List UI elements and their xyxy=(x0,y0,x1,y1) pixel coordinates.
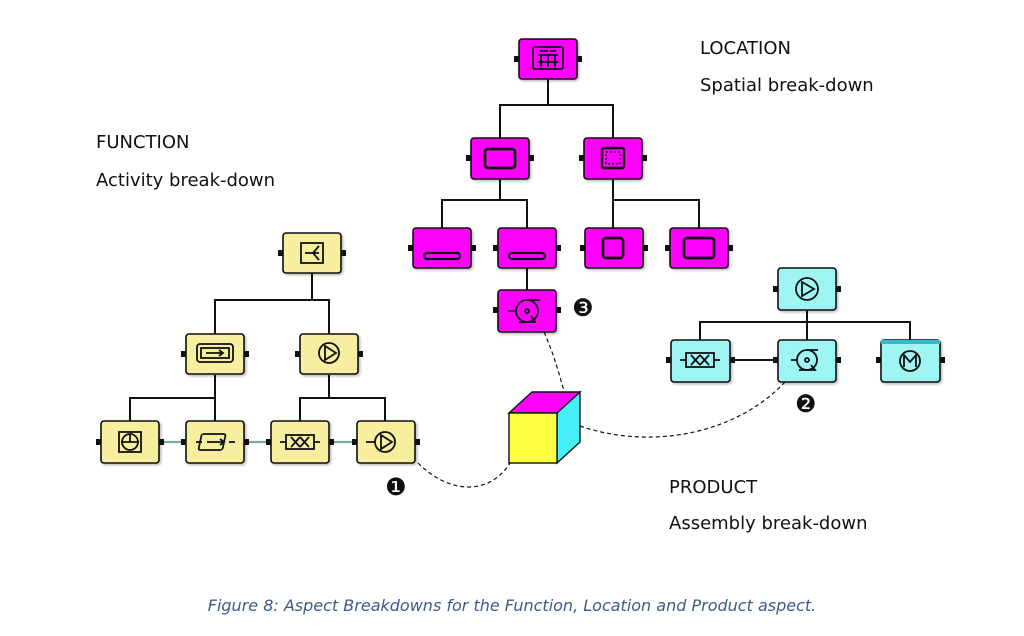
location-node-pipe-1[interactable] xyxy=(408,227,476,269)
valve-icon xyxy=(680,352,720,368)
location-label-title: LOCATION xyxy=(700,38,791,59)
marker-1: ❶ xyxy=(385,473,407,501)
transport-icon xyxy=(196,343,234,363)
function-tree-connectors xyxy=(129,270,386,421)
aspect-connections xyxy=(417,331,786,488)
room-icon xyxy=(601,236,625,260)
valve-icon xyxy=(280,434,320,450)
location-node-room-1[interactable] xyxy=(580,227,648,269)
centrifugal-pump-icon xyxy=(508,299,540,323)
zone-icon xyxy=(600,146,626,170)
function-node-pump-leaf[interactable] xyxy=(352,420,420,464)
location-node-room-2[interactable] xyxy=(665,227,733,269)
function-node-transport[interactable] xyxy=(181,333,249,375)
product-tree-connectors xyxy=(699,309,911,361)
product-node-motor[interactable] xyxy=(876,339,945,383)
aspect-cube xyxy=(507,390,582,465)
marker-3: ❸ xyxy=(572,294,594,322)
splitter-icon xyxy=(300,242,324,264)
pump-icon xyxy=(366,431,396,453)
location-tree-connectors xyxy=(441,79,700,290)
product-node-root[interactable] xyxy=(773,267,841,311)
location-node-zone[interactable] xyxy=(579,137,647,180)
product-label-subtitle: Assembly break-down xyxy=(669,513,868,534)
room-icon xyxy=(682,236,716,260)
area-icon xyxy=(483,147,517,170)
pump-icon xyxy=(318,342,340,364)
pipe-icon xyxy=(507,251,547,261)
function-label-title: FUNCTION xyxy=(96,132,190,153)
control-panel-icon xyxy=(118,431,142,453)
location-node-pipe-2[interactable] xyxy=(493,227,561,269)
location-node-centrifugal-pump[interactable] xyxy=(493,289,561,333)
location-node-area[interactable] xyxy=(466,137,534,180)
product-node-valve[interactable] xyxy=(666,339,735,383)
centrifugal-pump-icon xyxy=(791,349,818,371)
pump-icon xyxy=(795,277,819,301)
function-node-root[interactable] xyxy=(278,232,346,274)
building-icon xyxy=(532,46,564,70)
function-node-valve[interactable] xyxy=(266,420,334,464)
motor-icon xyxy=(899,350,921,372)
pipe-icon xyxy=(422,251,462,261)
function-node-pump[interactable] xyxy=(295,333,363,375)
transport-icon xyxy=(196,433,235,451)
function-node-transport-leaf[interactable] xyxy=(181,420,249,464)
figure-caption: Figure 8: Aspect Breakdowns for the Func… xyxy=(207,596,817,615)
marker-2: ❷ xyxy=(795,390,817,418)
product-label-title: PRODUCT xyxy=(669,477,758,498)
location-node-root[interactable] xyxy=(514,38,582,80)
function-label-subtitle: Activity break-down xyxy=(96,170,276,191)
location-label-subtitle: Spatial break-down xyxy=(700,75,874,96)
product-node-centrifugal-pump[interactable] xyxy=(773,339,841,383)
function-node-control-panel[interactable] xyxy=(96,420,164,464)
